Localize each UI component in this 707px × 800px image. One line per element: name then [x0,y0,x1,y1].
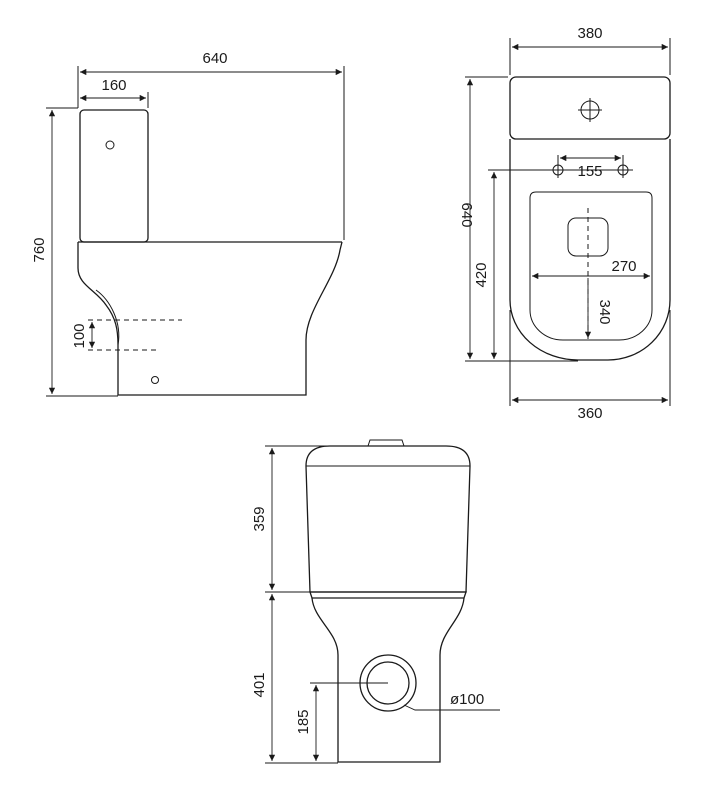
top-view-outline [509,76,671,361]
dim-tank-height: 359 [251,506,268,531]
dim-top-length: 640 [458,202,475,227]
dim-tank-depth: 160 [101,77,126,94]
dim-outlet-band: 100 [71,323,88,348]
bowl-inner-curve [95,289,120,346]
cistern-top [509,76,671,140]
dim-side-height: 760 [31,237,48,262]
cistern-back [305,445,471,593]
dim-tank-width: 380 [577,25,602,42]
side-view-outline [77,109,343,396]
dim-bowl-width: 270 [611,258,636,275]
dim-fixing-spacing: 155 [577,163,602,180]
seat-band [309,591,467,599]
bowl-side-profile [77,241,343,396]
bowl-back-body [311,597,465,763]
side-view: 640 160 760 100 [31,50,345,397]
top-view: 380 640 155 420 270 340 360 [458,25,671,422]
dim-outlet-diameter: ø100 [450,691,484,708]
dim-side-length: 640 [202,50,227,67]
dim-seat-length: 420 [473,262,490,287]
side-fixing-hole [151,376,159,384]
button-hole [105,140,115,150]
seat-opening [529,191,653,341]
cistern-side [79,109,149,243]
back-view-outline [305,439,471,763]
back-view: 359 401 185 ø100 [251,439,500,764]
outlet-leader-line [403,704,500,711]
flush-button-cap [367,439,405,447]
dim-base-width: 360 [577,405,602,422]
dim-base-height: 401 [251,672,268,697]
dim-outlet-height: 185 [295,709,312,734]
bowl-top-outline [509,139,671,361]
dim-bowl-length: 340 [596,299,613,324]
